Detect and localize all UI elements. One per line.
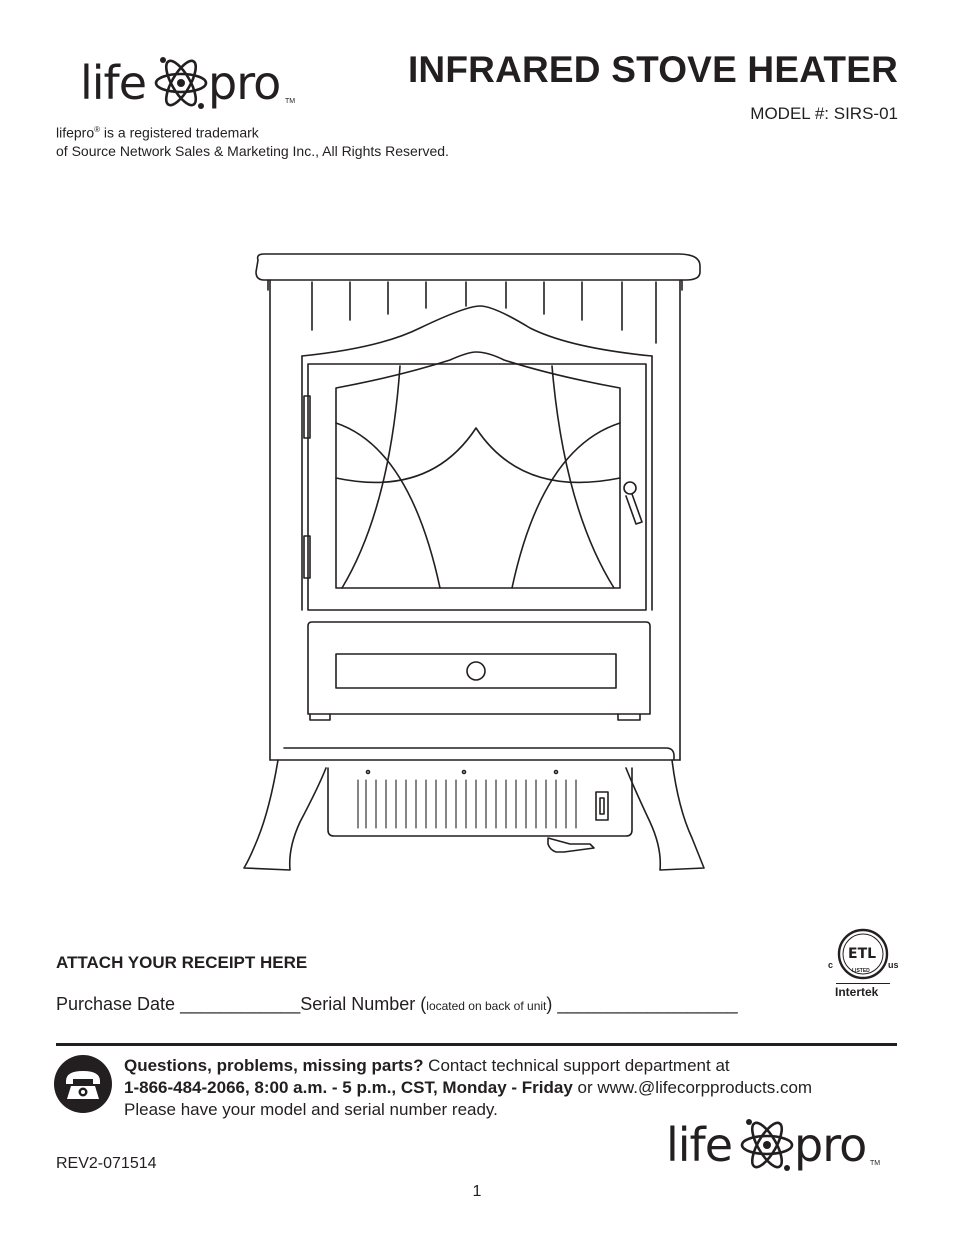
support-line-2: 1-866-484-2066, 8:00 a.m. - 5 p.m., CST,…: [124, 1077, 904, 1099]
intertek-label: Intertek: [835, 985, 879, 999]
serial-close-paren: ): [546, 994, 553, 1014]
footer-logo-text-life: life: [666, 1118, 733, 1172]
footer-logo: life pro TM: [666, 1116, 881, 1178]
section-divider: [56, 1043, 897, 1046]
purchase-info-line: Purchase Date ____________Serial Number …: [56, 994, 738, 1015]
footer-logo-text-pro: pro: [794, 1118, 867, 1172]
trademark-note: lifepro® is a registered trademark of So…: [56, 121, 449, 160]
trademark-line-1: lifepro® is a registered trademark: [56, 121, 449, 142]
footer-atom-icon: [740, 1119, 794, 1171]
stove-heater-illustration: [243, 253, 705, 871]
model-number: MODEL #: SIRS-01: [750, 104, 898, 123]
serial-number-blank: __________________: [557, 994, 738, 1014]
purchase-date-label: Purchase Date: [56, 994, 176, 1014]
etl-certification-mark: ETL LISTED c us Intertek: [828, 928, 899, 1004]
trademark-line-2: of Source Network Sales & Marketing Inc.…: [56, 142, 449, 159]
support-line-1: Questions, problems, missing parts? Cont…: [124, 1055, 904, 1077]
serial-number-label: Serial Number (: [300, 994, 427, 1014]
page-title: INFRARED STOVE HEATER: [407, 49, 898, 90]
serial-location-note: located on back of unit: [426, 999, 547, 1013]
logo-tm: TM: [285, 98, 296, 105]
etl-c: c: [828, 960, 834, 970]
page-number: 1: [472, 1183, 482, 1200]
trademark-brand: lifepro: [56, 124, 95, 141]
trademark-line-1-rest: is a registered trademark: [100, 124, 259, 141]
support-website[interactable]: or www.@lifecorpproducts.com: [572, 1078, 813, 1097]
support-info: Questions, problems, missing parts? Cont…: [124, 1055, 904, 1121]
logo-text-life: life: [80, 56, 147, 110]
support-line-3: Please have your model and serial number…: [124, 1100, 498, 1119]
etl-letters: ETL: [848, 946, 877, 962]
revision-code: REV2-071514: [56, 1155, 157, 1172]
etl-listed: LISTED: [852, 968, 870, 974]
support-phone-hours: 1-866-484-2066, 8:00 a.m. - 5 p.m., CST,…: [124, 1078, 573, 1097]
purchase-date-blank: ____________: [180, 994, 301, 1014]
phone-icon: [54, 1055, 112, 1113]
etl-us: us: [888, 960, 899, 970]
atom-icon: [154, 57, 208, 109]
support-contact-text: Contact technical support department at: [423, 1056, 730, 1075]
header-logo: life pro TM: [80, 54, 295, 116]
registered-mark: ®: [94, 125, 101, 134]
footer-logo-tm: TM: [870, 1160, 881, 1167]
support-question: Questions, problems, missing parts?: [124, 1056, 424, 1075]
logo-text-pro: pro: [208, 56, 281, 110]
etl-rule: [836, 983, 890, 984]
etl-badge-icon: [837, 928, 889, 980]
receipt-heading: ATTACH YOUR RECEIPT HERE: [56, 953, 308, 972]
